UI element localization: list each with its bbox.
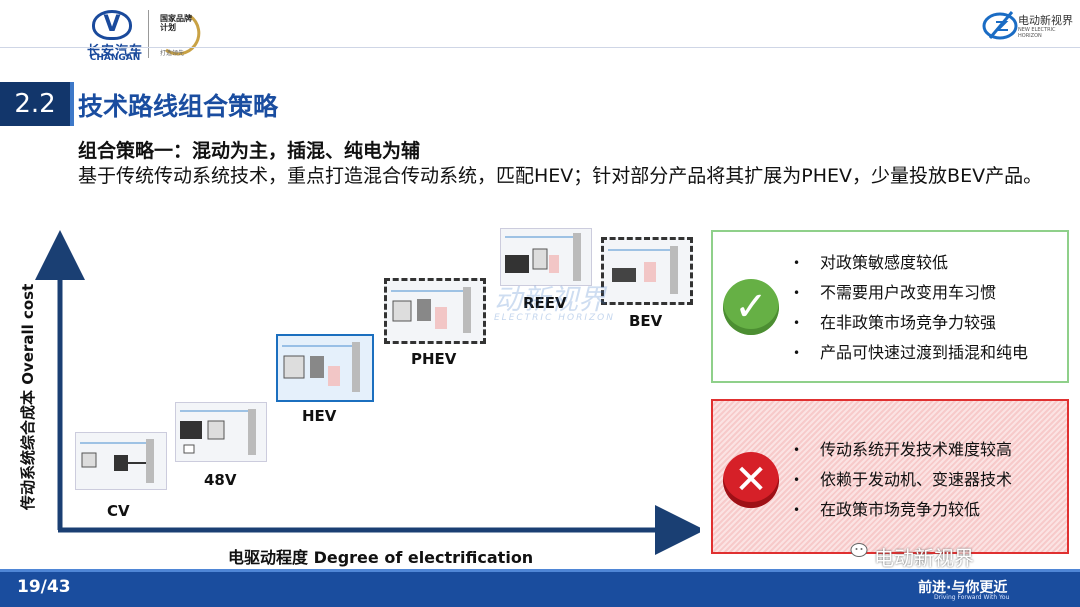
disadvantage-item: 依赖于发动机、变速器技术	[788, 465, 1012, 495]
x-axis-label: 电驱动程度 Degree of electrification	[228, 548, 534, 567]
disadvantages-list: 传动系统开发技术难度较高 依赖于发动机、变速器技术 在政策市场竞争力较低	[788, 435, 1012, 525]
advantage-item: 产品可快速过渡到插混和纯电	[788, 338, 1028, 368]
brand-plan-logo	[165, 14, 201, 56]
strategy-description: 基于传统传动系统技术，重点打造混合传动系统，匹配HEV；针对部分产品将其扩展为P…	[78, 165, 1043, 187]
bev-powertrain-diagram	[601, 237, 693, 305]
advantage-item: 对政策敏感度较低	[788, 248, 1028, 278]
page-number: 19/43	[17, 577, 71, 597]
cv-powertrain-diagram	[75, 432, 167, 490]
stage-label-cv: CV	[107, 502, 130, 520]
changan-logo-emblem	[92, 10, 132, 40]
brand-plan-sub: 打造领先	[160, 50, 185, 57]
footer-bar	[0, 569, 1080, 607]
electric-horizon-logo-en: NEW ELECTRIC HORIZON	[1018, 27, 1056, 39]
stage-label-48v: 48V	[204, 471, 237, 489]
changan-logo-en: CHANGAN	[89, 53, 141, 63]
section-number: 2.2	[14, 89, 56, 119]
electrification-diagram	[35, 230, 700, 555]
hev-powertrain-diagram	[276, 334, 374, 402]
check-icon: ✓	[723, 279, 779, 335]
stage-label-reev: REEV	[523, 294, 567, 312]
section-bar-accent	[70, 82, 74, 126]
strategy-heading: 组合策略一：混动为主，插混、纯电为辅	[78, 140, 421, 162]
brand-plan-label: 国家品牌 计划	[160, 14, 192, 32]
footer-accent-line	[0, 569, 1080, 572]
wechat-icon	[850, 543, 868, 557]
header-rule	[0, 47, 1080, 48]
stage-label-bev: BEV	[629, 312, 663, 330]
stage-label-phev: PHEV	[411, 350, 457, 368]
advantage-item: 在非政策市场竞争力较强	[788, 308, 1028, 338]
wechat-watermark: 电动新视界	[874, 546, 974, 570]
electric-horizon-logo-icon	[982, 11, 1018, 40]
electric-horizon-logo-cn: 电动新视界	[1018, 14, 1073, 27]
48v-powertrain-diagram	[175, 402, 267, 462]
disadvantage-item: 在政策市场竞争力较低	[788, 495, 1012, 525]
advantage-item: 不需要用户改变用车习惯	[788, 278, 1028, 308]
changan-logo-v-icon: V	[103, 12, 121, 37]
y-axis-label-text: 传动系统综合成本 Overall cost	[19, 283, 37, 510]
reev-powertrain-diagram	[500, 228, 592, 286]
watermark-cn: 动新视界	[494, 283, 607, 316]
disadvantage-item: 传动系统开发技术难度较高	[788, 435, 1012, 465]
watermark-en: ELECTRIC HORIZON	[494, 313, 615, 323]
footer-slogan-en: Driving Forward With You	[934, 594, 1010, 601]
section-title: 技术路线组合策略	[78, 92, 279, 121]
section-number-bar	[0, 82, 70, 126]
y-axis-label: 传动系统综合成本 Overall cost	[17, 270, 41, 510]
stage-label-hev: HEV	[302, 407, 337, 425]
cross-icon: ✕	[723, 452, 779, 508]
phev-powertrain-diagram	[384, 278, 486, 344]
header-divider	[148, 10, 149, 58]
footer-slogan: 前进·与你更近	[918, 580, 1008, 596]
advantages-list: 对政策敏感度较低 不需要用户改变用车习惯 在非政策市场竞争力较强 产品可快速过渡…	[788, 248, 1028, 368]
